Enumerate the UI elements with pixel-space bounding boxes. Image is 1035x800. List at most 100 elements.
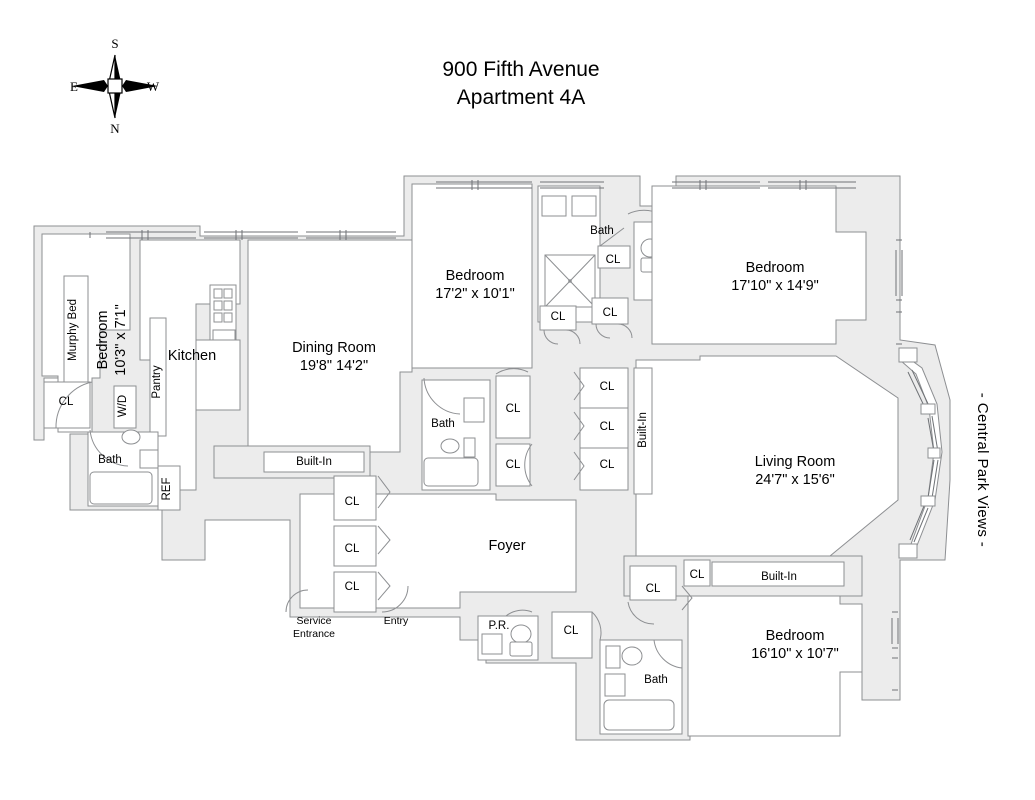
toilet-powder: [510, 624, 532, 644]
door-swing-closet-dining-1: [495, 368, 529, 375]
refrigerator-label: REF: [161, 478, 173, 501]
entry-label: Entry: [384, 615, 409, 627]
label-refrigerator: REF: [161, 478, 173, 501]
bath-west-label: Bath: [98, 454, 122, 466]
washer-dryer-unit: [113, 385, 137, 429]
washer-dryer-label: W/D: [117, 395, 129, 417]
sink-powder: [481, 633, 503, 655]
door-swing-entry: [381, 585, 409, 613]
builtin-lower-void: [711, 561, 845, 587]
foyer-name: Foyer: [488, 538, 525, 554]
toilet-dining: [440, 438, 460, 454]
interior-rooms: [41, 183, 899, 737]
closet-dining-1-label: CL: [506, 403, 521, 415]
label-bedroom-murphy: Bedroom 10'3" x 7'1": [95, 304, 129, 375]
builtin-lower-label: Built-In: [761, 571, 797, 583]
pantry-label: Pantry: [151, 365, 163, 398]
closet-master-3-label: CL: [603, 307, 618, 319]
vanity-lower: [605, 645, 621, 669]
closet-master-2: [539, 305, 577, 331]
bedroom-lower-right-name: Bedroom: [766, 628, 825, 644]
builtin-dining-void: [263, 451, 365, 473]
page-title: 900 Fifth Avenue Apartment 4A: [442, 58, 599, 109]
compass-label-top: S: [111, 36, 118, 51]
room-bedroom-center: [411, 183, 533, 369]
compass-label-right: W: [147, 79, 160, 94]
service-entrance-line-1: Service: [296, 615, 331, 627]
closet-lower-2: [683, 559, 711, 587]
title-line-2: Apartment 4A: [457, 86, 585, 109]
bathtub-west: [89, 471, 153, 505]
closet-west-label: CL: [59, 396, 74, 408]
vanity-dining: [463, 437, 476, 458]
dining-name: Dining Room: [292, 340, 376, 356]
bedroom-lower-right-dims: 16'10" x 10'7": [751, 646, 839, 662]
central-park-views-label: - Central Park Views -: [974, 393, 991, 547]
closet-living-2-label: CL: [600, 421, 615, 433]
closet-master-1: [597, 245, 631, 269]
sink-master-right: [571, 195, 597, 217]
bathtub-dining: [423, 457, 479, 487]
toilet-west: [121, 429, 141, 445]
closet-lower-1-label: CL: [646, 583, 661, 595]
bath-dining-label: Bath: [431, 418, 455, 430]
label-builtin-living: Built-In: [637, 412, 649, 448]
door-swing-closet-west: [55, 381, 93, 429]
closet-living-1-label: CL: [600, 381, 615, 393]
bay-window: [898, 347, 943, 559]
powder-room-label: P.R.: [489, 620, 510, 632]
living-dims: 24'7" x 15'6": [755, 472, 835, 488]
closet-lower-2-label: CL: [690, 569, 705, 581]
sink-master-left: [541, 195, 567, 217]
room-bedroom-upper-right: [651, 185, 867, 345]
builtin-dining-label: Built-In: [296, 456, 332, 468]
closet-foyer-3-label: CL: [345, 581, 360, 593]
door-swing-bath-west: [89, 429, 129, 467]
label-washer-dryer: W/D: [117, 395, 129, 417]
label-murphy-bed: Murphy Bed: [67, 299, 79, 361]
closet-foyer-2: [333, 525, 377, 567]
closet-entry-label: CL: [564, 625, 579, 637]
closet-dining-1: [495, 375, 531, 439]
label-pantry: Pantry: [151, 365, 163, 398]
bath-master-label: Bath: [590, 225, 614, 237]
door-swing-closet-dining-2: [524, 443, 533, 487]
bedroom-upper-right-name: Bedroom: [746, 260, 805, 276]
door-swing-service: [285, 589, 309, 613]
service-entrance-line-2: Entrance: [293, 628, 335, 640]
murphy-bed-label: Murphy Bed: [67, 299, 79, 361]
compass-rose: S N E W: [70, 36, 160, 136]
closet-dining-2: [495, 443, 531, 487]
room-labels: Bedroom 10'3" x 7'1" Murphy Bed Kitchen …: [59, 225, 839, 686]
central-park-views-annotation: - Central Park Views -: [974, 393, 991, 547]
closet-master-3: [591, 297, 629, 325]
kitchen-name: Kitchen: [168, 348, 216, 364]
closet-lower-1: [629, 565, 677, 601]
compass-label-bottom: N: [110, 121, 120, 136]
kitchen-island: [195, 339, 241, 411]
closet-foyer-1: [333, 475, 377, 521]
closet-living-3-label: CL: [600, 459, 615, 471]
builtin-living-block: [633, 367, 653, 495]
sink-lower: [604, 673, 626, 697]
sink-west: [139, 449, 159, 469]
bedroom-center-name: Bedroom: [446, 268, 505, 284]
murphy-bed-fixture: [63, 275, 89, 383]
closet-master-1-label: CL: [606, 254, 621, 266]
bath-lower-label: Bath: [644, 674, 668, 686]
bedroom-murphy-name: Bedroom: [95, 311, 111, 370]
closet-foyer-2-label: CL: [345, 543, 360, 555]
closet-master-2-label: CL: [551, 311, 566, 323]
builtin-living-label: Built-In: [637, 412, 649, 448]
bedroom-center-dims: 17'2" x 10'1": [435, 286, 515, 302]
bedroom-murphy-dims: 10'3" x 7'1": [113, 304, 129, 375]
room-bedroom-lower-right: [687, 595, 863, 737]
sink-dining: [463, 397, 485, 423]
compass-label-left: E: [70, 79, 78, 94]
door-swing-bath-dining: [423, 377, 461, 415]
living-name: Living Room: [755, 454, 836, 470]
windows: [89, 180, 943, 691]
bathtub-lower: [603, 699, 675, 731]
closet-dining-2-label: CL: [506, 459, 521, 471]
